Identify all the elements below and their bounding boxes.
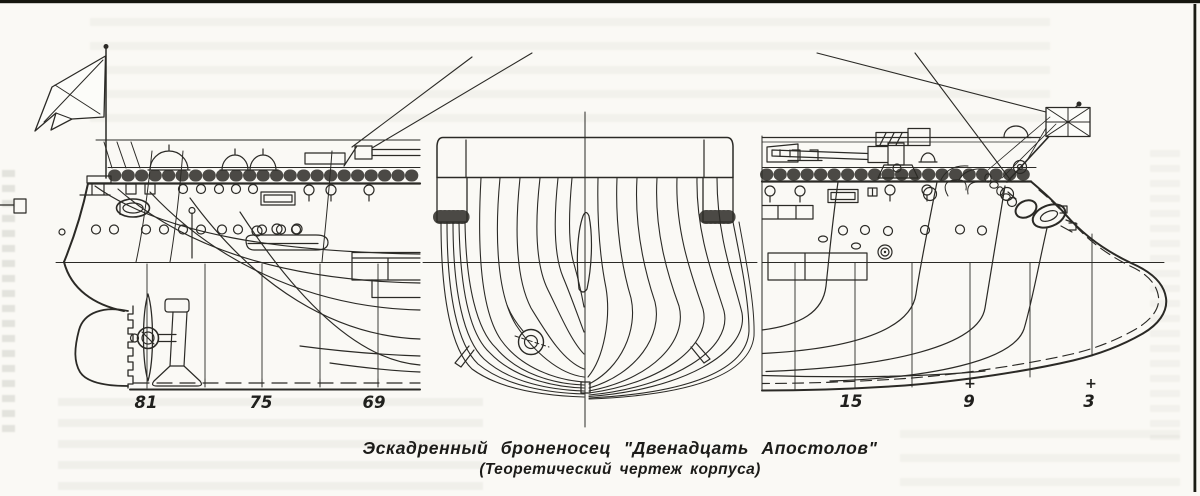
aft-gun-barrel (343, 145, 421, 167)
station-label: 81 (135, 393, 158, 412)
rudder (74, 308, 129, 387)
aft-sections (440, 177, 585, 398)
buttock-lines (94, 185, 421, 373)
bilge-keel-right (690, 342, 711, 364)
shaft-bossing (506, 304, 550, 356)
station-label: 3 (1083, 392, 1094, 411)
bow-frame-lines (761, 181, 1048, 382)
station-plus-mark: + (964, 376, 976, 392)
shaft-strut (151, 298, 203, 387)
section-traces (135, 150, 333, 263)
caption-title: Эскадренный броненосец "Двенадцать Апост… (362, 438, 878, 458)
bilge-keel-left (454, 345, 475, 368)
keel-section (580, 381, 591, 394)
caption: Эскадренный броненосец "Двенадцать Апост… (280, 438, 960, 479)
jack-flag (1006, 101, 1091, 183)
station-lines-bow (794, 233, 1093, 390)
porthole-row-upper (764, 184, 933, 204)
caption-subtitle: (Теоретический чертеж корпуса) (479, 461, 761, 478)
body-plan-view (422, 111, 758, 428)
leader-lines (351, 52, 1047, 183)
ram-bow-outline (761, 180, 1168, 392)
station-label: 15 (840, 392, 863, 411)
ram-bow-inner-dashed (761, 189, 1160, 385)
counter-blade-section (576, 211, 593, 293)
station-label: 75 (250, 393, 273, 412)
porthole-row-upper (177, 183, 259, 195)
station-label: 69 (363, 393, 386, 412)
bow-profile-view: + + 15 9 3 (760, 101, 1168, 411)
propeller (129, 293, 177, 382)
scan-top-border (0, 0, 1200, 4)
station-lines-stern (146, 263, 379, 389)
scan-right-border (1193, 4, 1197, 492)
porthole-row-lower (817, 224, 988, 250)
porthole-row-lower (90, 224, 302, 235)
forward-sections (587, 177, 755, 400)
station-plus-mark: + (1085, 376, 1097, 392)
naval-ensign-flag (34, 44, 109, 179)
station-label: 9 (963, 392, 974, 411)
boat-skid (245, 223, 329, 251)
capstan (877, 244, 893, 260)
stern-profile-view: 81 75 69 (0, 44, 424, 412)
